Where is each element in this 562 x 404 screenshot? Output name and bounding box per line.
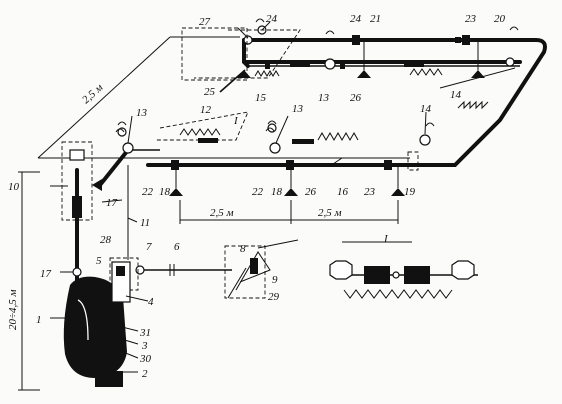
label-17-bottom: 17 — [40, 268, 52, 280]
label-14-top: 14 — [450, 89, 462, 101]
dim-top-width: 2,5 м — [80, 82, 106, 107]
label-27: 27 — [199, 16, 211, 28]
label-24-left: 24 — [266, 13, 278, 25]
label-13-top: 13 — [318, 92, 330, 104]
hanger-marks — [115, 18, 519, 133]
label-30: 30 — [139, 353, 152, 365]
label-23-top: 23 — [465, 13, 477, 25]
dimension-lines — [18, 171, 399, 391]
dim-span-right: 2,5 м — [318, 207, 342, 219]
part-labels: 27 24 24 21 23 20 25 15 13 26 14 13 12 I… — [8, 13, 506, 380]
dim-span-left: 2,5 м — [210, 207, 234, 219]
label-29: 29 — [268, 291, 280, 303]
label-4: 4 — [148, 296, 154, 308]
label-13-mid: 13 — [292, 103, 304, 115]
label-18-mid: 18 — [271, 186, 283, 198]
label-21: 21 — [370, 13, 381, 25]
label-1: 1 — [36, 314, 42, 326]
label-18-left: 18 — [159, 186, 171, 198]
label-10: 10 — [8, 181, 20, 193]
label-6: 6 — [174, 241, 180, 253]
label-22-left: 22 — [142, 186, 154, 198]
label-25: 25 — [204, 86, 216, 98]
lever-detail — [227, 239, 299, 299]
spray-nozzles — [169, 40, 485, 196]
label-15: 15 — [255, 92, 267, 104]
leader-lines — [50, 21, 516, 373]
label-14-mid: 14 — [420, 103, 432, 115]
label-28: 28 — [100, 234, 112, 246]
label-9: 9 — [272, 274, 278, 286]
label-13-left: 13 — [136, 107, 148, 119]
label-26-mid: 26 — [305, 186, 317, 198]
label-16: 16 — [337, 186, 349, 198]
label-11: 11 — [140, 217, 150, 229]
label-23-mid: 23 — [364, 186, 376, 198]
label-22-mid: 22 — [252, 186, 264, 198]
label-roman-bottom: I — [383, 233, 389, 245]
label-5: 5 — [96, 255, 102, 267]
detail-i — [329, 241, 478, 299]
label-24-right: 24 — [350, 13, 362, 25]
label-3: 3 — [141, 340, 148, 352]
label-17-mid: 17 — [106, 197, 118, 209]
label-8: 8 — [240, 243, 246, 255]
springs — [179, 68, 489, 142]
label-31: 31 — [139, 327, 151, 339]
label-20: 20 — [494, 13, 506, 25]
dim-height: 20÷4,5 м — [7, 289, 19, 330]
label-12: 12 — [200, 104, 212, 116]
label-19: 19 — [404, 186, 416, 198]
pipe-joints — [171, 35, 470, 170]
label-2: 2 — [142, 368, 148, 380]
label-26-top: 26 — [350, 92, 362, 104]
riser-and-tank — [63, 149, 232, 387]
label-roman-top: I — [233, 115, 239, 127]
label-7: 7 — [146, 241, 152, 253]
